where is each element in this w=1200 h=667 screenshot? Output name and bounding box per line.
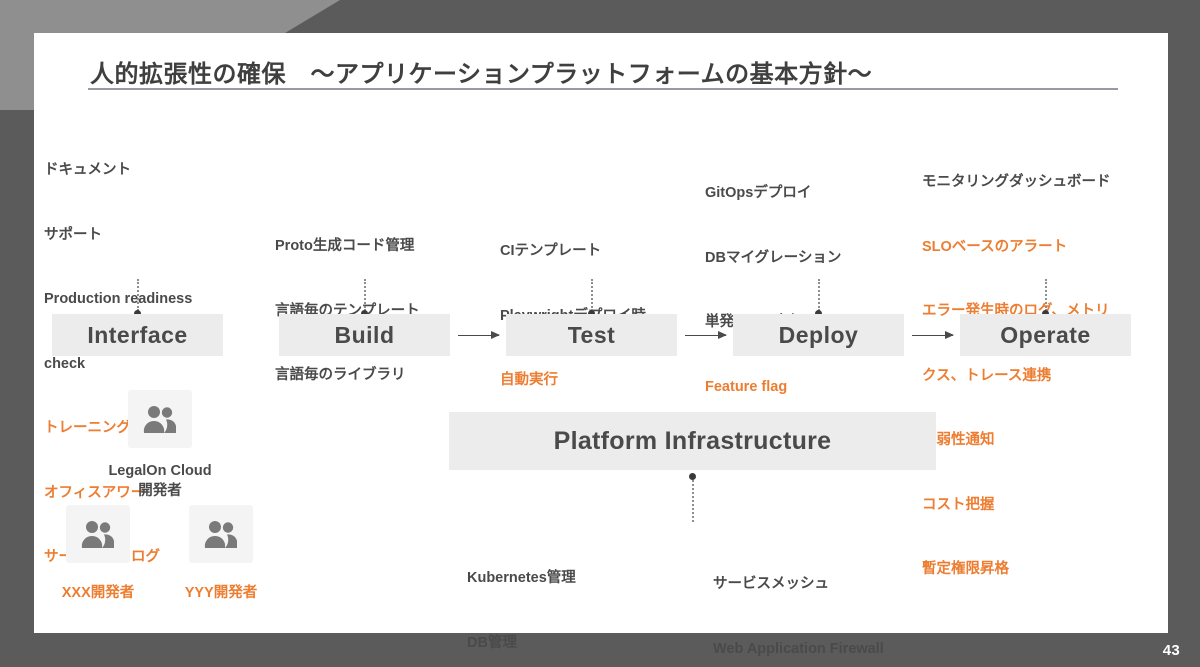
note-line: 暫定権限昇格 — [922, 561, 1009, 577]
note-line: コスト把握 — [922, 496, 995, 513]
arrow-test-to-deploy — [685, 331, 727, 339]
stage-box-operate[interactable]: Operate — [960, 314, 1131, 356]
notes-infrastructure-right: サービスメッシュ Web Application Firewall CDN — [713, 531, 963, 667]
arrow-deploy-to-operate — [912, 331, 954, 339]
note-line: Production readiness — [44, 291, 193, 307]
page-title: 人的拡張性の確保 〜アプリケーションプラットフォームの基本方針〜 — [90, 61, 873, 88]
title-divider — [88, 88, 1118, 90]
note-line: サポート — [44, 226, 102, 243]
connector-test — [591, 279, 593, 311]
notes-infrastructure-left: Kubernetes管理 DB管理 コスト最適化 セキュリティ認証対応 各種法令… — [467, 525, 697, 667]
connector-dot-test — [588, 310, 595, 317]
note-line: ドキュメント — [44, 162, 131, 178]
connector-dot-operate — [1042, 310, 1049, 317]
note-line: Web Application Firewall — [713, 640, 884, 657]
notes-operate: モニタリングダッシュボード SLOベースのアラート エラー発生時のログ、メトリ … — [922, 129, 1167, 624]
connector-deploy — [818, 279, 820, 311]
connector-dot-build — [361, 310, 368, 317]
connector-infrastructure — [692, 480, 694, 522]
note-line: CIテンプレート — [500, 243, 602, 259]
note-line: Kubernetes管理 — [467, 570, 576, 586]
note-line: 脆弱性通知 — [922, 432, 995, 448]
note-line: DB管理 — [467, 634, 517, 651]
slide-corner-notch-top-right — [1167, 0, 1200, 33]
note-line: モニタリングダッシュボード — [922, 174, 1111, 190]
note-line: SLOベースのアラート — [922, 238, 1068, 255]
note-line: check — [44, 355, 86, 372]
connector-operate — [1045, 279, 1047, 311]
slide-corner-notch-bottom-left — [0, 633, 1133, 667]
people-label-legalon: LegalOn Cloud 開発者 — [108, 463, 212, 499]
note-line: クス、トレース連携 — [922, 367, 1052, 384]
note-line: Feature flag — [705, 378, 788, 395]
notes-interface: ドキュメント サポート Production readiness check ト… — [44, 117, 279, 612]
connector-dot-infrastructure — [689, 473, 696, 480]
page-number: 43 — [1162, 642, 1180, 659]
note-line: トレーニング — [44, 420, 131, 436]
people-group-icon — [140, 404, 180, 434]
note-line: GitOpsデプロイ — [705, 185, 812, 201]
people-label-xxx: XXX開発者 — [61, 585, 135, 601]
connector-interface — [137, 279, 139, 311]
people-group-icon-yyy-card[interactable] — [189, 505, 253, 563]
stage-box-test[interactable]: Test — [506, 314, 677, 356]
notes-build: Proto生成コード管理 言語毎のテンプレート 言語毎のライブラリ — [275, 193, 490, 430]
note-line: Proto生成コード管理 — [275, 238, 415, 254]
people-group-icon — [78, 519, 118, 549]
arrow-build-to-test — [458, 331, 500, 339]
stage-box-interface[interactable]: Interface — [52, 314, 223, 356]
note-line: 自動実行 — [500, 372, 558, 388]
stage-box-build[interactable]: Build — [279, 314, 450, 356]
note-line: 言語毎のライブラリ — [275, 367, 406, 383]
note-line: オフィスアワー — [44, 484, 146, 501]
connector-dot-deploy — [815, 310, 822, 317]
connector-build — [364, 279, 366, 311]
people-group-icon-legalon-card[interactable] — [128, 390, 192, 448]
people-label-yyy: YYY開発者 — [184, 585, 258, 601]
note-line: サービスメッシュ — [713, 576, 829, 592]
platform-infrastructure-box[interactable]: Platform Infrastructure — [449, 412, 936, 470]
connector-dot-interface — [134, 310, 141, 317]
note-line: DBマイグレーション — [705, 249, 842, 266]
people-group-icon-xxx-card[interactable] — [66, 505, 130, 563]
people-group-icon — [201, 519, 241, 549]
stage-box-deploy[interactable]: Deploy — [733, 314, 904, 356]
